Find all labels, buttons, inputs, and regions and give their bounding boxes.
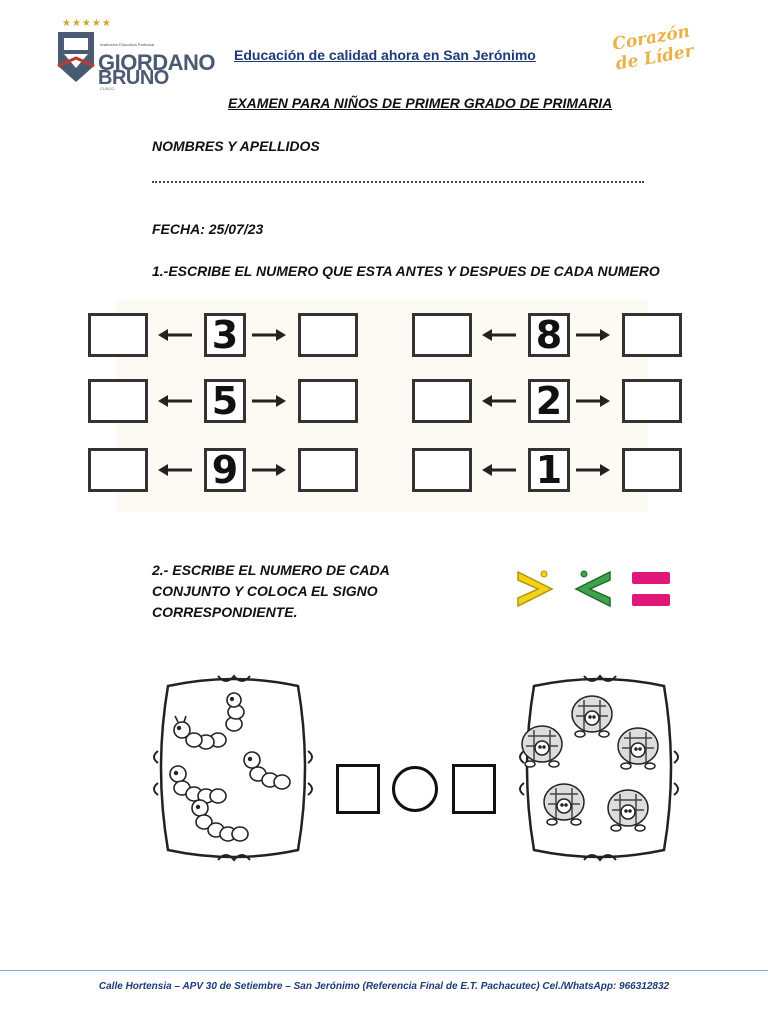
after-answer-box[interactable] bbox=[298, 448, 358, 492]
arrow-right-icon bbox=[252, 395, 286, 407]
right-count-box[interactable] bbox=[452, 764, 496, 814]
given-number: 5 bbox=[204, 379, 246, 423]
before-answer-box[interactable] bbox=[88, 448, 148, 492]
caterpillar-icon bbox=[243, 751, 291, 790]
before-answer-box[interactable] bbox=[88, 313, 148, 357]
arrow-left-icon bbox=[482, 395, 516, 407]
left-count-box[interactable] bbox=[336, 764, 380, 814]
after-answer-box[interactable] bbox=[298, 379, 358, 423]
arrow-left-icon bbox=[158, 464, 192, 476]
school-logo: ★★★★★ Institución Educativa Particular G… bbox=[56, 18, 216, 91]
turtle-set-frame bbox=[519, 674, 679, 862]
names-answer-line[interactable] bbox=[152, 181, 644, 183]
footer-address: Calle Hortensia – APV 30 de Setiembre – … bbox=[98, 981, 670, 992]
given-number: 3 bbox=[204, 313, 246, 357]
turtle-icon bbox=[617, 727, 659, 770]
given-number: 2 bbox=[528, 379, 570, 423]
arrow-right-icon bbox=[576, 329, 610, 341]
equals-icon bbox=[632, 572, 670, 606]
after-answer-box[interactable] bbox=[622, 313, 682, 357]
caterpillar-icon bbox=[191, 799, 249, 842]
after-answer-box[interactable] bbox=[622, 379, 682, 423]
caterpillar-icon bbox=[225, 692, 245, 732]
logo-name-1: GIORDANO bbox=[98, 50, 216, 75]
q1-title: 1.-ESCRIBE EL NUMERO QUE ESTA ANTES Y DE… bbox=[152, 263, 660, 279]
given-number: 9 bbox=[204, 448, 246, 492]
logo-name-2: BRUNO bbox=[98, 67, 169, 89]
after-answer-box[interactable] bbox=[622, 448, 682, 492]
logo-tagline: Institución Educativa Particular bbox=[100, 42, 155, 47]
arrow-right-icon bbox=[576, 395, 610, 407]
header-slogan: Educación de calidad ahora en San Jeróni… bbox=[234, 47, 536, 63]
date-label: FECHA: 25/07/23 bbox=[152, 221, 264, 237]
before-answer-box[interactable] bbox=[88, 379, 148, 423]
caterpillar-set-frame bbox=[153, 674, 313, 862]
shield-icon bbox=[57, 32, 95, 82]
stars-icon: ★★★★★ bbox=[62, 18, 112, 29]
brand-script-logo: Corazón de Líder bbox=[610, 21, 696, 75]
arrow-left-icon bbox=[158, 395, 192, 407]
before-answer-box[interactable] bbox=[412, 313, 472, 357]
q2-title: 2.- ESCRIBE EL NUMERO DE CADA CONJUNTO Y… bbox=[152, 562, 390, 620]
footer-divider bbox=[0, 970, 768, 971]
arrow-right-icon bbox=[252, 329, 286, 341]
turtle-icon bbox=[543, 783, 585, 826]
greater-than-icon bbox=[517, 570, 554, 608]
arrow-right-icon bbox=[576, 464, 610, 476]
arrow-left-icon bbox=[482, 329, 516, 341]
turtle-icon bbox=[521, 725, 563, 768]
before-answer-box[interactable] bbox=[412, 448, 472, 492]
caterpillar-icon bbox=[169, 765, 227, 804]
arrow-right-icon bbox=[252, 464, 286, 476]
names-label: NOMBRES Y APELLIDOS bbox=[152, 138, 320, 154]
less-than-icon bbox=[574, 570, 611, 608]
before-answer-box[interactable] bbox=[412, 379, 472, 423]
exam-title: EXAMEN PARA NIÑOS DE PRIMER GRADO DE PRI… bbox=[228, 95, 613, 111]
arrow-left-icon bbox=[158, 329, 192, 341]
caterpillar-icon bbox=[173, 715, 227, 750]
after-answer-box[interactable] bbox=[298, 313, 358, 357]
given-number: 8 bbox=[528, 313, 570, 357]
given-number: 1 bbox=[528, 448, 570, 492]
turtle-icon bbox=[571, 695, 613, 738]
logo-city: CUSCO bbox=[100, 86, 115, 91]
turtle-icon bbox=[607, 789, 649, 832]
arrow-left-icon bbox=[482, 464, 516, 476]
comparison-sign-circle[interactable] bbox=[392, 766, 438, 812]
